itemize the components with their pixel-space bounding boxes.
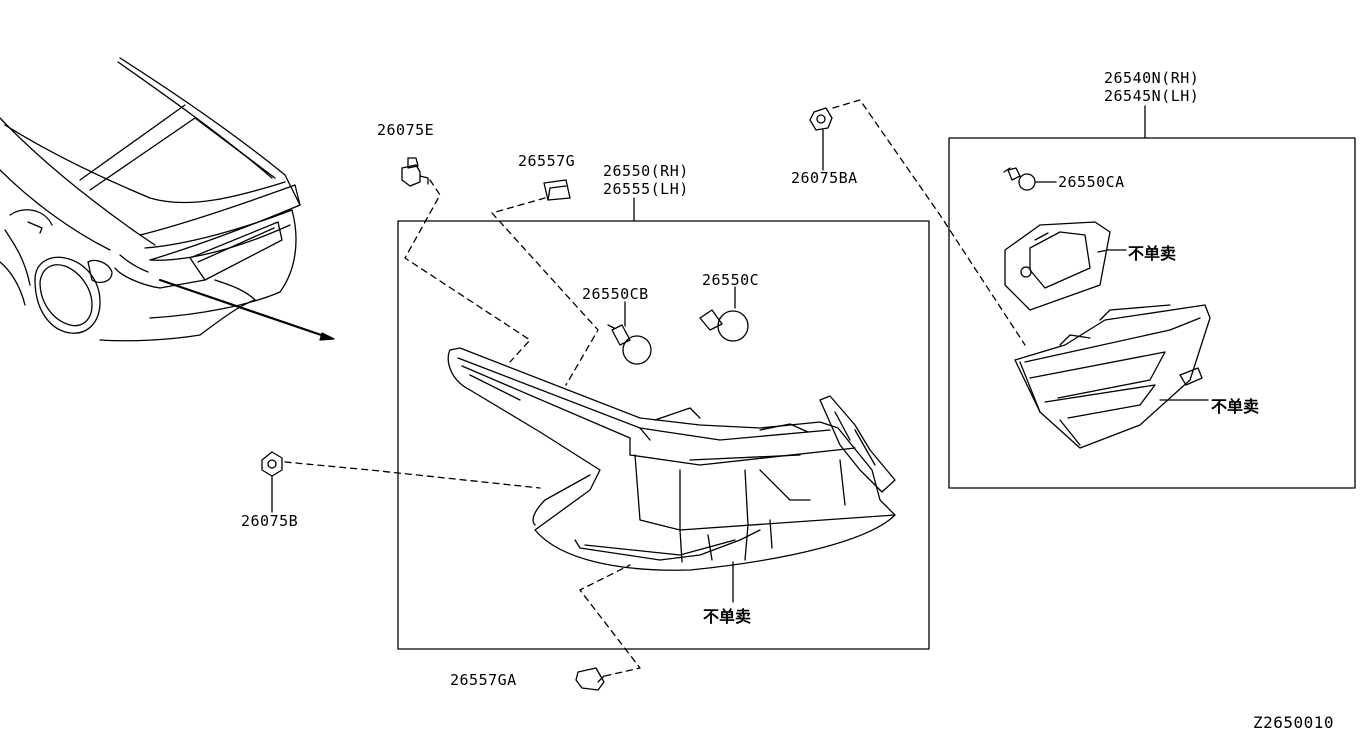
part-label-26550-rh: 26550(RH) bbox=[603, 162, 689, 180]
outer-tail-lamp-icon bbox=[447, 347, 896, 571]
note-not-sold-separately: 不单卖 bbox=[1211, 397, 1260, 416]
dashed-leader-26557GA bbox=[579, 564, 641, 677]
part-label-26540N-rh: 26540N(RH) bbox=[1104, 69, 1200, 87]
part-label-26557GA: 26557GA bbox=[450, 671, 517, 689]
note-not-sold-separately: 不单卖 bbox=[1128, 244, 1177, 263]
part-label-26557G: 26557G bbox=[518, 152, 576, 170]
clip-26557GA-icon bbox=[575, 667, 605, 691]
inner-tail-lamp-icon bbox=[1014, 304, 1211, 449]
clip-nut-icon bbox=[401, 157, 429, 187]
dashed-leader-26075B bbox=[284, 461, 541, 489]
part-label-26550CB: 26550CB bbox=[582, 285, 649, 303]
part-label-26075B: 26075B bbox=[241, 512, 299, 530]
screw-26550CA-icon bbox=[1003, 167, 1036, 191]
dashed-leader-26557G bbox=[491, 197, 599, 386]
part-label-26550CA: 26550CA bbox=[1058, 173, 1125, 191]
rear-combination-lamp-group-box bbox=[397, 220, 930, 650]
bulb-26550CB-icon bbox=[607, 324, 652, 365]
dashed-leader-26075BA bbox=[832, 99, 1026, 346]
part-label-26550C: 26550C bbox=[702, 271, 760, 289]
lamp-gasket-icon bbox=[1004, 221, 1111, 311]
clip-26075B-icon bbox=[261, 451, 283, 477]
note-not-sold-separately: 不单卖 bbox=[703, 607, 752, 626]
bulb-26550C-icon bbox=[699, 309, 749, 342]
inner-lamp-group-box bbox=[948, 137, 1356, 489]
nut-26075BA-icon bbox=[809, 107, 833, 131]
diagram-code: Z2650010 bbox=[1253, 713, 1335, 732]
part-label-26075BA: 26075BA bbox=[791, 169, 858, 187]
part-label-26075E: 26075E bbox=[377, 121, 435, 139]
part-label-26555-lh: 26555(LH) bbox=[603, 180, 689, 198]
clip-26557G-icon bbox=[543, 179, 571, 201]
car-rear-illustration bbox=[0, 57, 335, 342]
part-label-26545N-lh: 26545N(LH) bbox=[1104, 87, 1200, 105]
dashed-leader-26075E bbox=[404, 179, 531, 363]
